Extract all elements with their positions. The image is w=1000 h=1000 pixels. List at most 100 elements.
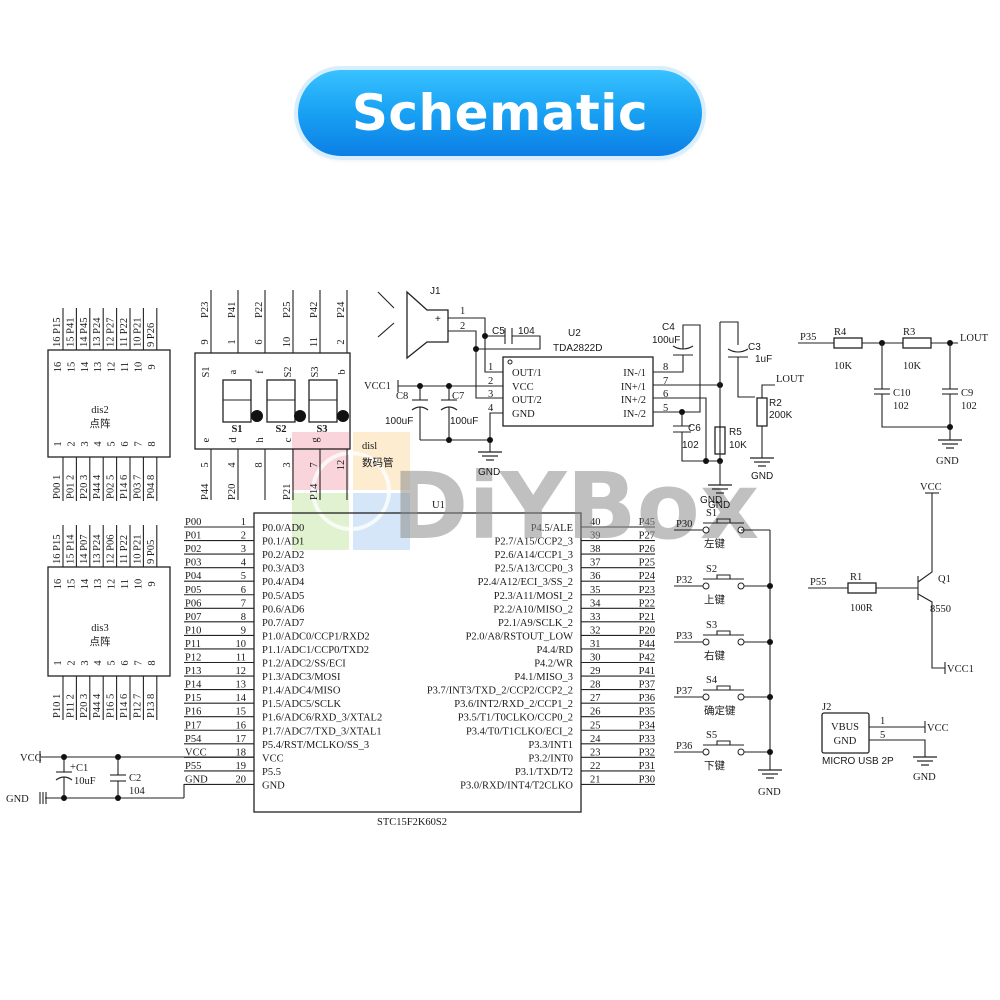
u1-pin-function: P1.2/ADC2/SS/ECI <box>262 659 346 670</box>
p55-label: P55 <box>810 577 826 588</box>
u1-pin-number: 19 <box>236 761 247 772</box>
u1-net-label: P24 <box>639 571 656 582</box>
u1-pin-number: 6 <box>241 585 246 596</box>
u1-net-label: P23 <box>639 585 655 596</box>
q1-ref: Q1 <box>938 574 951 585</box>
j2-pin: 1 <box>880 716 885 727</box>
dis3-pin-label: P12 7 <box>132 694 143 718</box>
dis1-net-label: P14 <box>309 483 320 500</box>
u1-net-label: P35 <box>639 707 655 718</box>
dis1-ref: disl <box>362 441 377 452</box>
u1-net-label: VCC <box>185 747 207 758</box>
u1-pin-number: 1 <box>241 517 246 528</box>
dis2-pin-label: 11 P22 <box>119 318 130 347</box>
dis2-pin-number: 6 <box>120 441 131 446</box>
junction <box>767 694 773 700</box>
u1-net-label: P20 <box>639 625 655 636</box>
u1-net-label: P22 <box>639 598 655 609</box>
u1-net-label: GND <box>185 774 208 785</box>
dis2-pin-label: 12 P27 <box>106 318 117 347</box>
switch-ref: S4 <box>706 675 718 686</box>
u1-net-label: P03 <box>185 558 201 569</box>
dis2-pin-label: P03 7 <box>132 475 143 499</box>
lout-label: LOUT <box>960 333 989 344</box>
dis3-pin-number: 13 <box>93 579 104 590</box>
u1-pin-function: GND <box>262 780 285 791</box>
u1-net-label: P45 <box>639 517 655 528</box>
dis1-pin-number: 6 <box>254 339 265 344</box>
dis2-pin-number: 16 <box>53 362 64 373</box>
c10-value: 102 <box>893 401 909 412</box>
u1-pin-function: P2.6/A14/CCP1_3 <box>495 550 573 561</box>
dis3-pin-label: 11 P22 <box>119 535 130 564</box>
switch-ref: S1 <box>706 508 717 519</box>
u1-pin-function: P3.0/RXD/INT4/T2CLKO <box>460 780 573 791</box>
u1-pin-function: P3.4/T0/T1CLKO/ECI_2 <box>466 726 573 737</box>
u1-net-label: P06 <box>185 598 201 609</box>
u1-pin-function: P1.4/ADC4/MISO <box>262 686 341 697</box>
dis1-pin-number: 5 <box>200 462 211 467</box>
switch-button-icon <box>716 740 731 745</box>
dis3-pin-label: P10 1 <box>52 694 63 718</box>
dis3-ref: dis3 <box>91 623 109 634</box>
u2-pin-func: IN+/2 <box>621 395 646 406</box>
c9-ref: C9 <box>961 388 973 399</box>
u1-net-label: P15 <box>185 693 201 704</box>
dis3-pin-label: 10 P21 <box>132 535 143 564</box>
dis2-pin-number: 12 <box>107 362 118 373</box>
dis3-pin-label: 16 P15 <box>52 535 63 564</box>
dis2-pin-label: 15 P41 <box>65 318 76 347</box>
u1-net-label: P10 <box>185 625 201 636</box>
j1-pin: 1 <box>460 306 465 317</box>
digit-label: S1 <box>231 424 242 435</box>
dis1-pin-number: 11 <box>309 337 320 347</box>
c3-ref: C3 <box>748 342 761 353</box>
u1-pin-number: 15 <box>236 707 247 718</box>
switch-label: 上键 <box>704 593 725 606</box>
dis3-type: 点阵 <box>90 635 111 648</box>
r3-resistor <box>902 337 932 349</box>
u1-pin-function: P2.0/A8/RSTOUT_LOW <box>466 631 574 642</box>
dis2-pin-number: 9 <box>147 364 158 369</box>
dis2-pin-number: 2 <box>66 441 77 446</box>
r4-ref: R4 <box>834 327 847 338</box>
j2-gnd: GND <box>834 736 857 747</box>
dis1-segment-label: h <box>255 437 266 443</box>
switch-button-icon <box>716 518 731 523</box>
u1-net-label: P26 <box>639 544 655 555</box>
u1-pin-function: P4.1/MISO_3 <box>514 672 573 683</box>
c6-ref: C6 <box>688 423 701 434</box>
junction <box>767 749 773 755</box>
dis1-segment-label: b <box>337 369 348 374</box>
u1-net-label: P33 <box>639 734 655 745</box>
dis3-pin-number: 16 <box>53 579 64 590</box>
dis2-pin-label: 14 P45 <box>79 318 90 347</box>
u1-net-label: P27 <box>639 531 655 542</box>
gnd-label: GND <box>913 772 936 783</box>
dis2-pin-number: 11 <box>120 362 131 372</box>
switch-contact <box>737 693 745 701</box>
rc-filter: P35 R4 10K R3 10K LOUT C10 102 C9 102 GN… <box>798 327 989 467</box>
dis1-pin-number: 4 <box>227 462 238 468</box>
u2-ref: U2 <box>568 328 581 339</box>
r2-value: 200K <box>769 410 793 421</box>
digit-3 <box>308 379 349 423</box>
u1-pin-number: 25 <box>590 720 601 731</box>
dis2-body <box>47 349 171 458</box>
key-switches: GND GND S1P30左键S2P32上键S3P33右键S4P37确定键S5P… <box>674 495 783 798</box>
u1-pin-function: P0.5/AD5 <box>262 591 304 602</box>
j1-plus: + <box>435 314 441 325</box>
j2-vbus: VBUS <box>831 722 859 733</box>
u1-net-label: P05 <box>185 585 201 596</box>
dis1-net-label: P20 <box>227 484 238 500</box>
dis2-pin-number: 4 <box>93 441 104 447</box>
dis3-pin-label: 9 P05 <box>146 540 157 564</box>
switch-label: 左键 <box>704 537 725 550</box>
c2-ref: C2 <box>129 773 141 784</box>
switch-contact <box>737 748 745 756</box>
junction <box>767 639 773 645</box>
u2-part: TDA2822D <box>553 343 602 354</box>
